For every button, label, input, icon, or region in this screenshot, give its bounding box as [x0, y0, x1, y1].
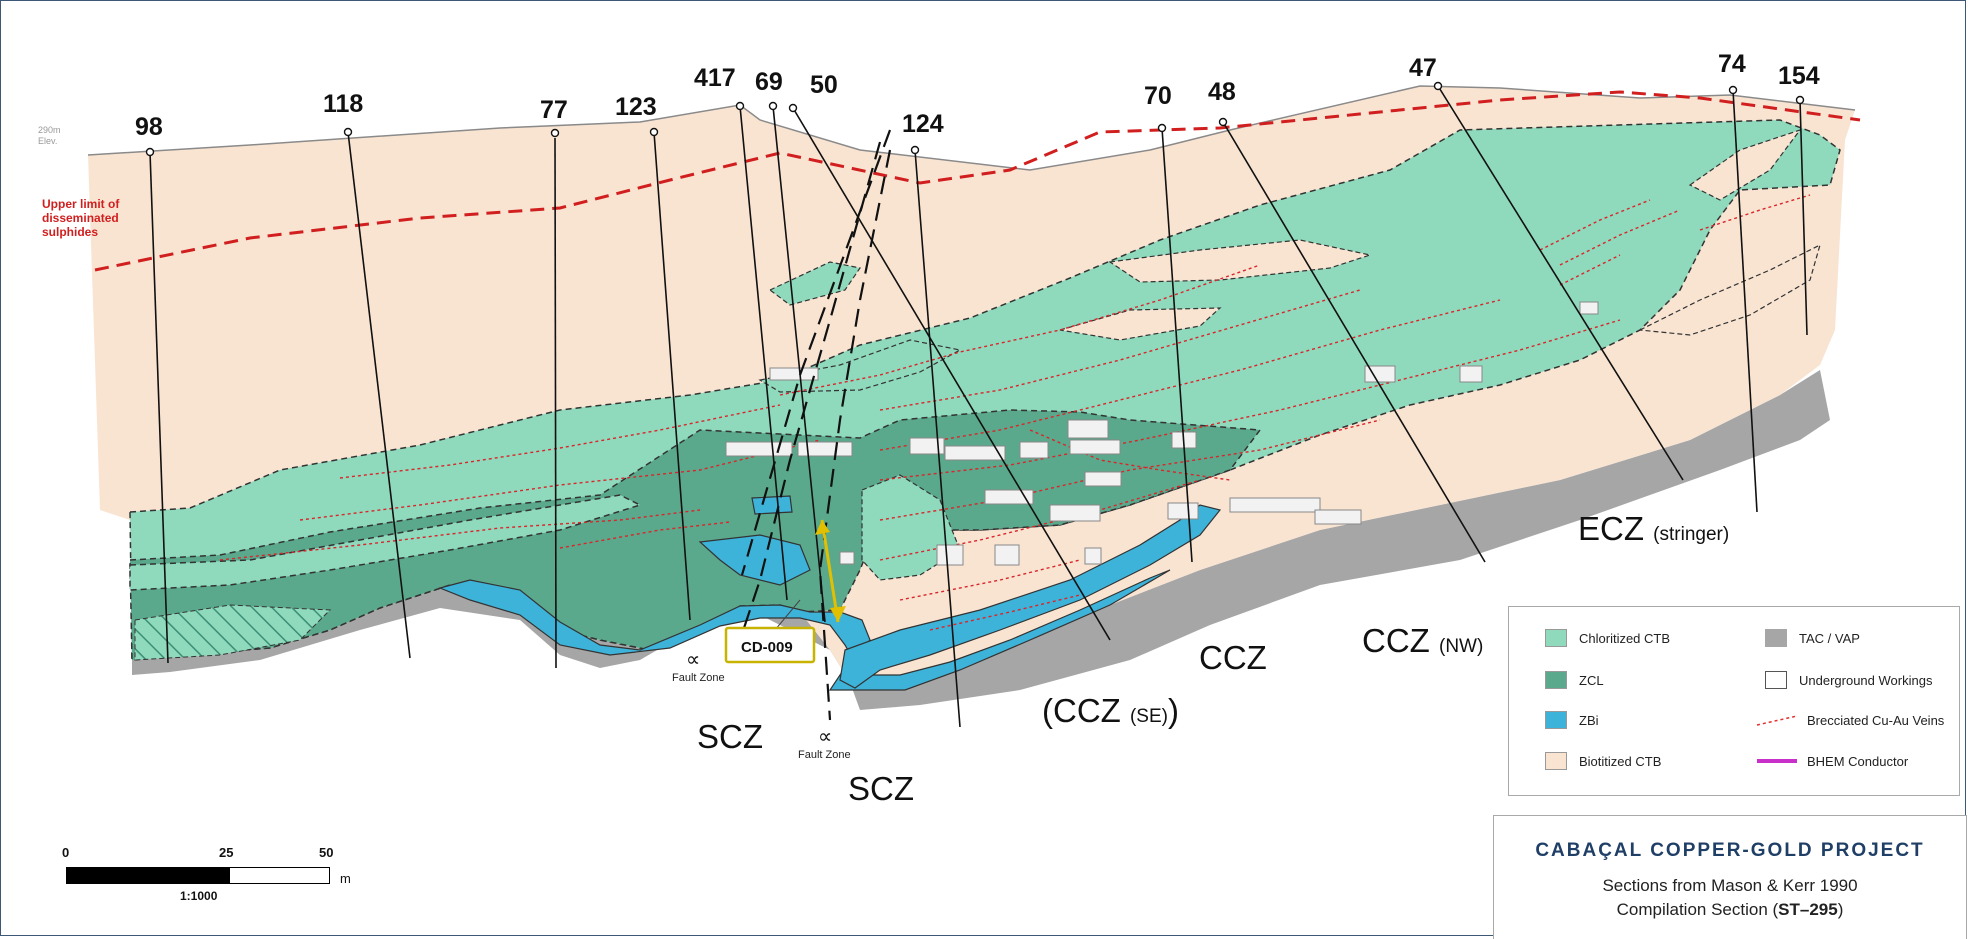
- cd009-box: [724, 626, 816, 664]
- hole-label-154: 154: [1778, 62, 1820, 90]
- scale-tick-50: 50: [319, 845, 334, 860]
- hole-label-77: 77: [540, 96, 568, 124]
- zone-label-scz-right: SCZ: [848, 770, 914, 807]
- project-subtitle: Sections from Mason & Kerr 1990: [1602, 876, 1858, 895]
- fault-zone-label-1: Fault Zone: [672, 672, 725, 684]
- legend-label-bhem-conductor: BHEM Conductor: [1807, 753, 1909, 769]
- upper-limit-note-line1: Upper limit of: [42, 197, 120, 211]
- chloritized-lower-band: [129, 494, 642, 591]
- legend-label-zcl: ZCL: [1579, 672, 1604, 688]
- legend-item-brecciated-veins: Brecciated Cu-Au Veins: [1755, 711, 1944, 729]
- legend-item-bhem-conductor: BHEM Conductor: [1755, 752, 1908, 770]
- underground-workings: [725, 301, 1599, 566]
- legend-item-underground-workings: Underground Workings: [1765, 671, 1932, 689]
- cd009-label: CD-009: [741, 639, 793, 656]
- legend-item-biotitized-ctb: Biotitized CTB: [1545, 752, 1661, 770]
- legend-item-tac-vap: TAC / VAP: [1765, 629, 1860, 647]
- hole-label-118: 118: [323, 90, 363, 118]
- zone-label-scz-left: SCZ: [697, 718, 763, 755]
- legend-label-tac-vap: TAC / VAP: [1799, 630, 1860, 646]
- zone-label-ecz: ECZ (stringer): [1578, 510, 1729, 547]
- legend-label-brecciated-veins: Brecciated Cu-Au Veins: [1807, 712, 1945, 728]
- hole-label-48: 48: [1208, 78, 1236, 106]
- scale-tick-0: 0: [62, 845, 70, 860]
- hole-label-123: 123: [615, 93, 657, 121]
- legend-item-zbi: ZBi: [1545, 711, 1599, 729]
- legend-swatch-bhem-conductor: [1755, 752, 1799, 770]
- biotitized-pocket-4: [1637, 243, 1821, 336]
- cd009-arrowhead-top: [815, 520, 830, 535]
- zbi-band: [438, 569, 1171, 691]
- zone-label-ccz-nw: CCZ (NW): [1362, 622, 1483, 659]
- legend-swatch-tac-vap: [1765, 629, 1787, 647]
- scale-bar-black: [66, 867, 229, 884]
- hole-label-124: 124: [902, 110, 944, 138]
- section-name-suffix: ): [1837, 900, 1844, 919]
- cd009-arrow: [820, 519, 840, 623]
- drill-hole-collars: [145, 81, 1805, 157]
- elevation-label-unit: Elev.: [38, 136, 57, 146]
- legend: Chloritized CTB TAC / VAP ZCL Undergroun…: [1508, 606, 1960, 796]
- legend-label-biotitized-ctb: Biotitized CTB: [1579, 753, 1662, 769]
- hole-label-47: 47: [1409, 54, 1437, 82]
- hole-label-69: 69: [755, 68, 783, 96]
- section-name: Compilation Section (ST–295): [1494, 900, 1966, 920]
- scale-ratio: 1:1000: [180, 889, 218, 903]
- section-id: ST–295: [1778, 900, 1838, 919]
- scale-bar-white: [229, 867, 330, 884]
- legend-swatch-biotitized-ctb: [1545, 752, 1567, 770]
- project-title: CABAÇAL COPPER-GOLD PROJECT: [1535, 840, 1925, 861]
- fault-lines: [738, 129, 892, 721]
- legend-item-chloritized-ctb: Chloritized CTB: [1545, 629, 1670, 647]
- hatched-zcl-area: [134, 604, 332, 661]
- legend-label-underground-workings: Underground Workings: [1799, 672, 1933, 688]
- legend-item-zcl: ZCL: [1545, 671, 1604, 689]
- legend-swatch-brecciated-veins: [1755, 711, 1799, 729]
- legend-label-zbi: ZBi: [1579, 712, 1599, 728]
- elevation-label: 290m: [38, 125, 61, 135]
- hole-label-98: 98: [135, 113, 163, 141]
- scale-bar: 0 25 50 m 1:1000: [60, 845, 351, 915]
- chloritized-fault-wedge: [861, 474, 961, 581]
- hole-label-417: 417: [694, 64, 736, 92]
- fault-symbol-1: ∝: [686, 647, 700, 671]
- biotitized-pocket-3: [1688, 128, 1802, 201]
- scale-unit: m: [340, 871, 351, 886]
- hole-label-70: 70: [1144, 82, 1172, 110]
- zbi-lens-small: [751, 495, 793, 515]
- zbi-lower-right: [839, 504, 1222, 689]
- upper-limit-note-line2: disseminated: [42, 211, 119, 225]
- fault-zone-label-2: Fault Zone: [798, 749, 851, 761]
- legend-swatch-underground-workings: [1765, 671, 1787, 689]
- fault-symbol-2: ∝: [818, 724, 832, 748]
- hole-label-50: 50: [810, 71, 838, 99]
- legend-swatch-zbi: [1545, 711, 1567, 729]
- hole-label-74: 74: [1718, 50, 1746, 78]
- legend-label-chloritized-ctb: Chloritized CTB: [1579, 630, 1671, 646]
- tac-vap-base: [132, 370, 1830, 710]
- scale-tick-25: 25: [219, 845, 234, 860]
- section-name-prefix: Compilation Section (: [1616, 900, 1779, 919]
- upper-limit-line: [94, 90, 1861, 272]
- legend-swatch-zcl: [1545, 671, 1567, 689]
- cd009-arrowhead-bottom: [830, 606, 846, 622]
- biotitized-pocket-2: [1108, 239, 1373, 283]
- zone-label-ccz: CCZ: [1199, 639, 1267, 676]
- title-block: CABAÇAL COPPER-GOLD PROJECT Sections fro…: [1493, 815, 1967, 939]
- legend-swatch-chloritized-ctb: [1545, 629, 1567, 647]
- upper-limit-note-line3: sulphides: [42, 225, 98, 239]
- drill-hole-traces: [149, 85, 1808, 728]
- zone-label-ccz-se: (CCZ (SE)): [1042, 692, 1179, 729]
- biotitized-pocket-1: [1059, 307, 1222, 341]
